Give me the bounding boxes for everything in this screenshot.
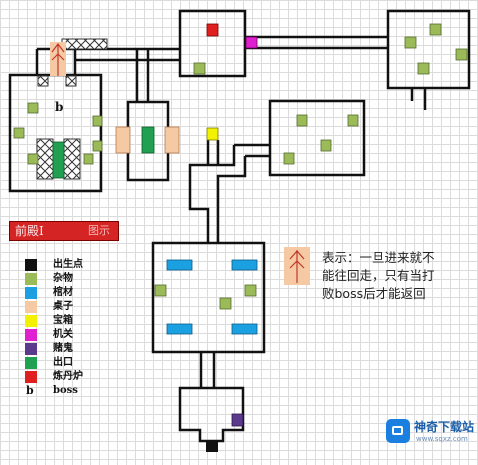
- debris-icon: [244, 284, 257, 297]
- debris-icon: [347, 114, 359, 127]
- coffin-icon: [231, 259, 258, 271]
- debris-icon: [92, 140, 103, 152]
- debris-icon: [27, 102, 39, 114]
- table-swatch-icon: [25, 301, 37, 313]
- room-top-right: [386, 9, 471, 90]
- coffin-swatch-icon: [25, 287, 37, 299]
- furnace-icon: [206, 23, 219, 37]
- spawn-swatch-icon: [25, 259, 37, 271]
- legend-label: 赌鬼: [53, 343, 73, 354]
- gambler-swatch-icon: [25, 343, 37, 355]
- debris-icon: [417, 62, 430, 75]
- legend-label: 炼丹炉: [53, 371, 83, 382]
- site-logo: 神奇下载站 www.sqxz.com: [386, 416, 476, 448]
- note-line: 能往回走，只有当打: [322, 268, 435, 283]
- logo-text: 神奇下载站: [414, 420, 475, 434]
- one-way-markers: [50, 42, 310, 285]
- debris-icon: [27, 153, 39, 165]
- debris-icon: [455, 48, 468, 61]
- legend-item-coffin: 棺材: [25, 286, 145, 300]
- debris-icon: [154, 284, 167, 297]
- chest-icon: [206, 127, 219, 141]
- blocked-tiles: [36, 38, 108, 180]
- table-icon: [164, 126, 180, 154]
- furnace-swatch-icon: [25, 371, 37, 383]
- note-line: 败boss后才能返回: [322, 286, 426, 301]
- mechanism-swatch-icon: [25, 329, 37, 341]
- exit-icon: [141, 126, 155, 154]
- legend-item-furnace: 炼丹炉: [25, 370, 145, 384]
- map-walls: [8, 9, 471, 443]
- legend-item-gambler: 赌鬼: [25, 342, 145, 356]
- debris-icon: [219, 297, 232, 310]
- boss-marker: b: [55, 100, 63, 114]
- debris-icon: [193, 62, 206, 75]
- spawn-icon: [206, 440, 218, 452]
- mechanism-icon: [245, 36, 258, 49]
- legend-item-table: 桌子: [25, 300, 145, 314]
- debris-icon: [429, 23, 442, 36]
- coffin-icon: [166, 323, 193, 335]
- exit-swatch-icon: [25, 357, 37, 369]
- coffin-icon: [231, 323, 258, 335]
- table-icon: [115, 126, 131, 154]
- room-right-middle: [268, 99, 366, 177]
- room-center-large: [151, 241, 266, 354]
- note-line: 表示：一旦进来就不: [322, 250, 435, 265]
- legend-item-spawn: 出生点: [25, 258, 145, 272]
- exit-icon: [52, 141, 65, 179]
- legend-label: 机关: [53, 329, 73, 340]
- legend-label: boss: [53, 385, 78, 396]
- boss-key: b: [26, 384, 34, 397]
- coffin-icon: [166, 259, 193, 271]
- chest-swatch-icon: [25, 315, 37, 327]
- floor-label: 前殿Ⅰ 图示: [9, 221, 119, 241]
- legend-label: 棺材: [53, 287, 73, 298]
- legend-item-debris: 杂物: [25, 272, 145, 286]
- room-top-center: [178, 9, 247, 78]
- debris-icon: [296, 114, 308, 127]
- debris-icon: [13, 127, 25, 139]
- legend-label: 出口: [53, 357, 73, 368]
- debris-icon: [83, 153, 94, 165]
- legend-item-mechanism: 机关: [25, 328, 145, 342]
- legend-item-boss: b boss: [25, 384, 145, 398]
- debris-swatch-icon: [25, 273, 37, 285]
- logo-icon: [386, 419, 410, 443]
- room-objects: b: [13, 23, 468, 452]
- debris-icon: [404, 36, 417, 49]
- gambler-icon: [231, 413, 244, 427]
- legend-label: 宝箱: [53, 315, 73, 326]
- room-bottom: [178, 386, 245, 443]
- room-middle-small: [126, 100, 170, 182]
- floor-label-main: 前殿Ⅰ: [15, 224, 44, 238]
- legend-label: 杂物: [53, 273, 73, 284]
- legend-item-exit: 出口: [25, 356, 145, 370]
- legend-label: 桌子: [53, 301, 73, 312]
- one-way-note: 表示：一旦进来就不 能往回走，只有当打 败boss后才能返回: [322, 249, 472, 303]
- debris-icon: [283, 152, 295, 165]
- legend-item-chest: 宝箱: [25, 314, 145, 328]
- debris-icon: [320, 139, 332, 152]
- floor-label-sub: 图示: [88, 224, 110, 237]
- room-top-left: [8, 73, 103, 193]
- legend-label: 出生点: [53, 259, 83, 270]
- debris-icon: [92, 115, 103, 127]
- logo-url: www.sqxz.com: [416, 435, 468, 443]
